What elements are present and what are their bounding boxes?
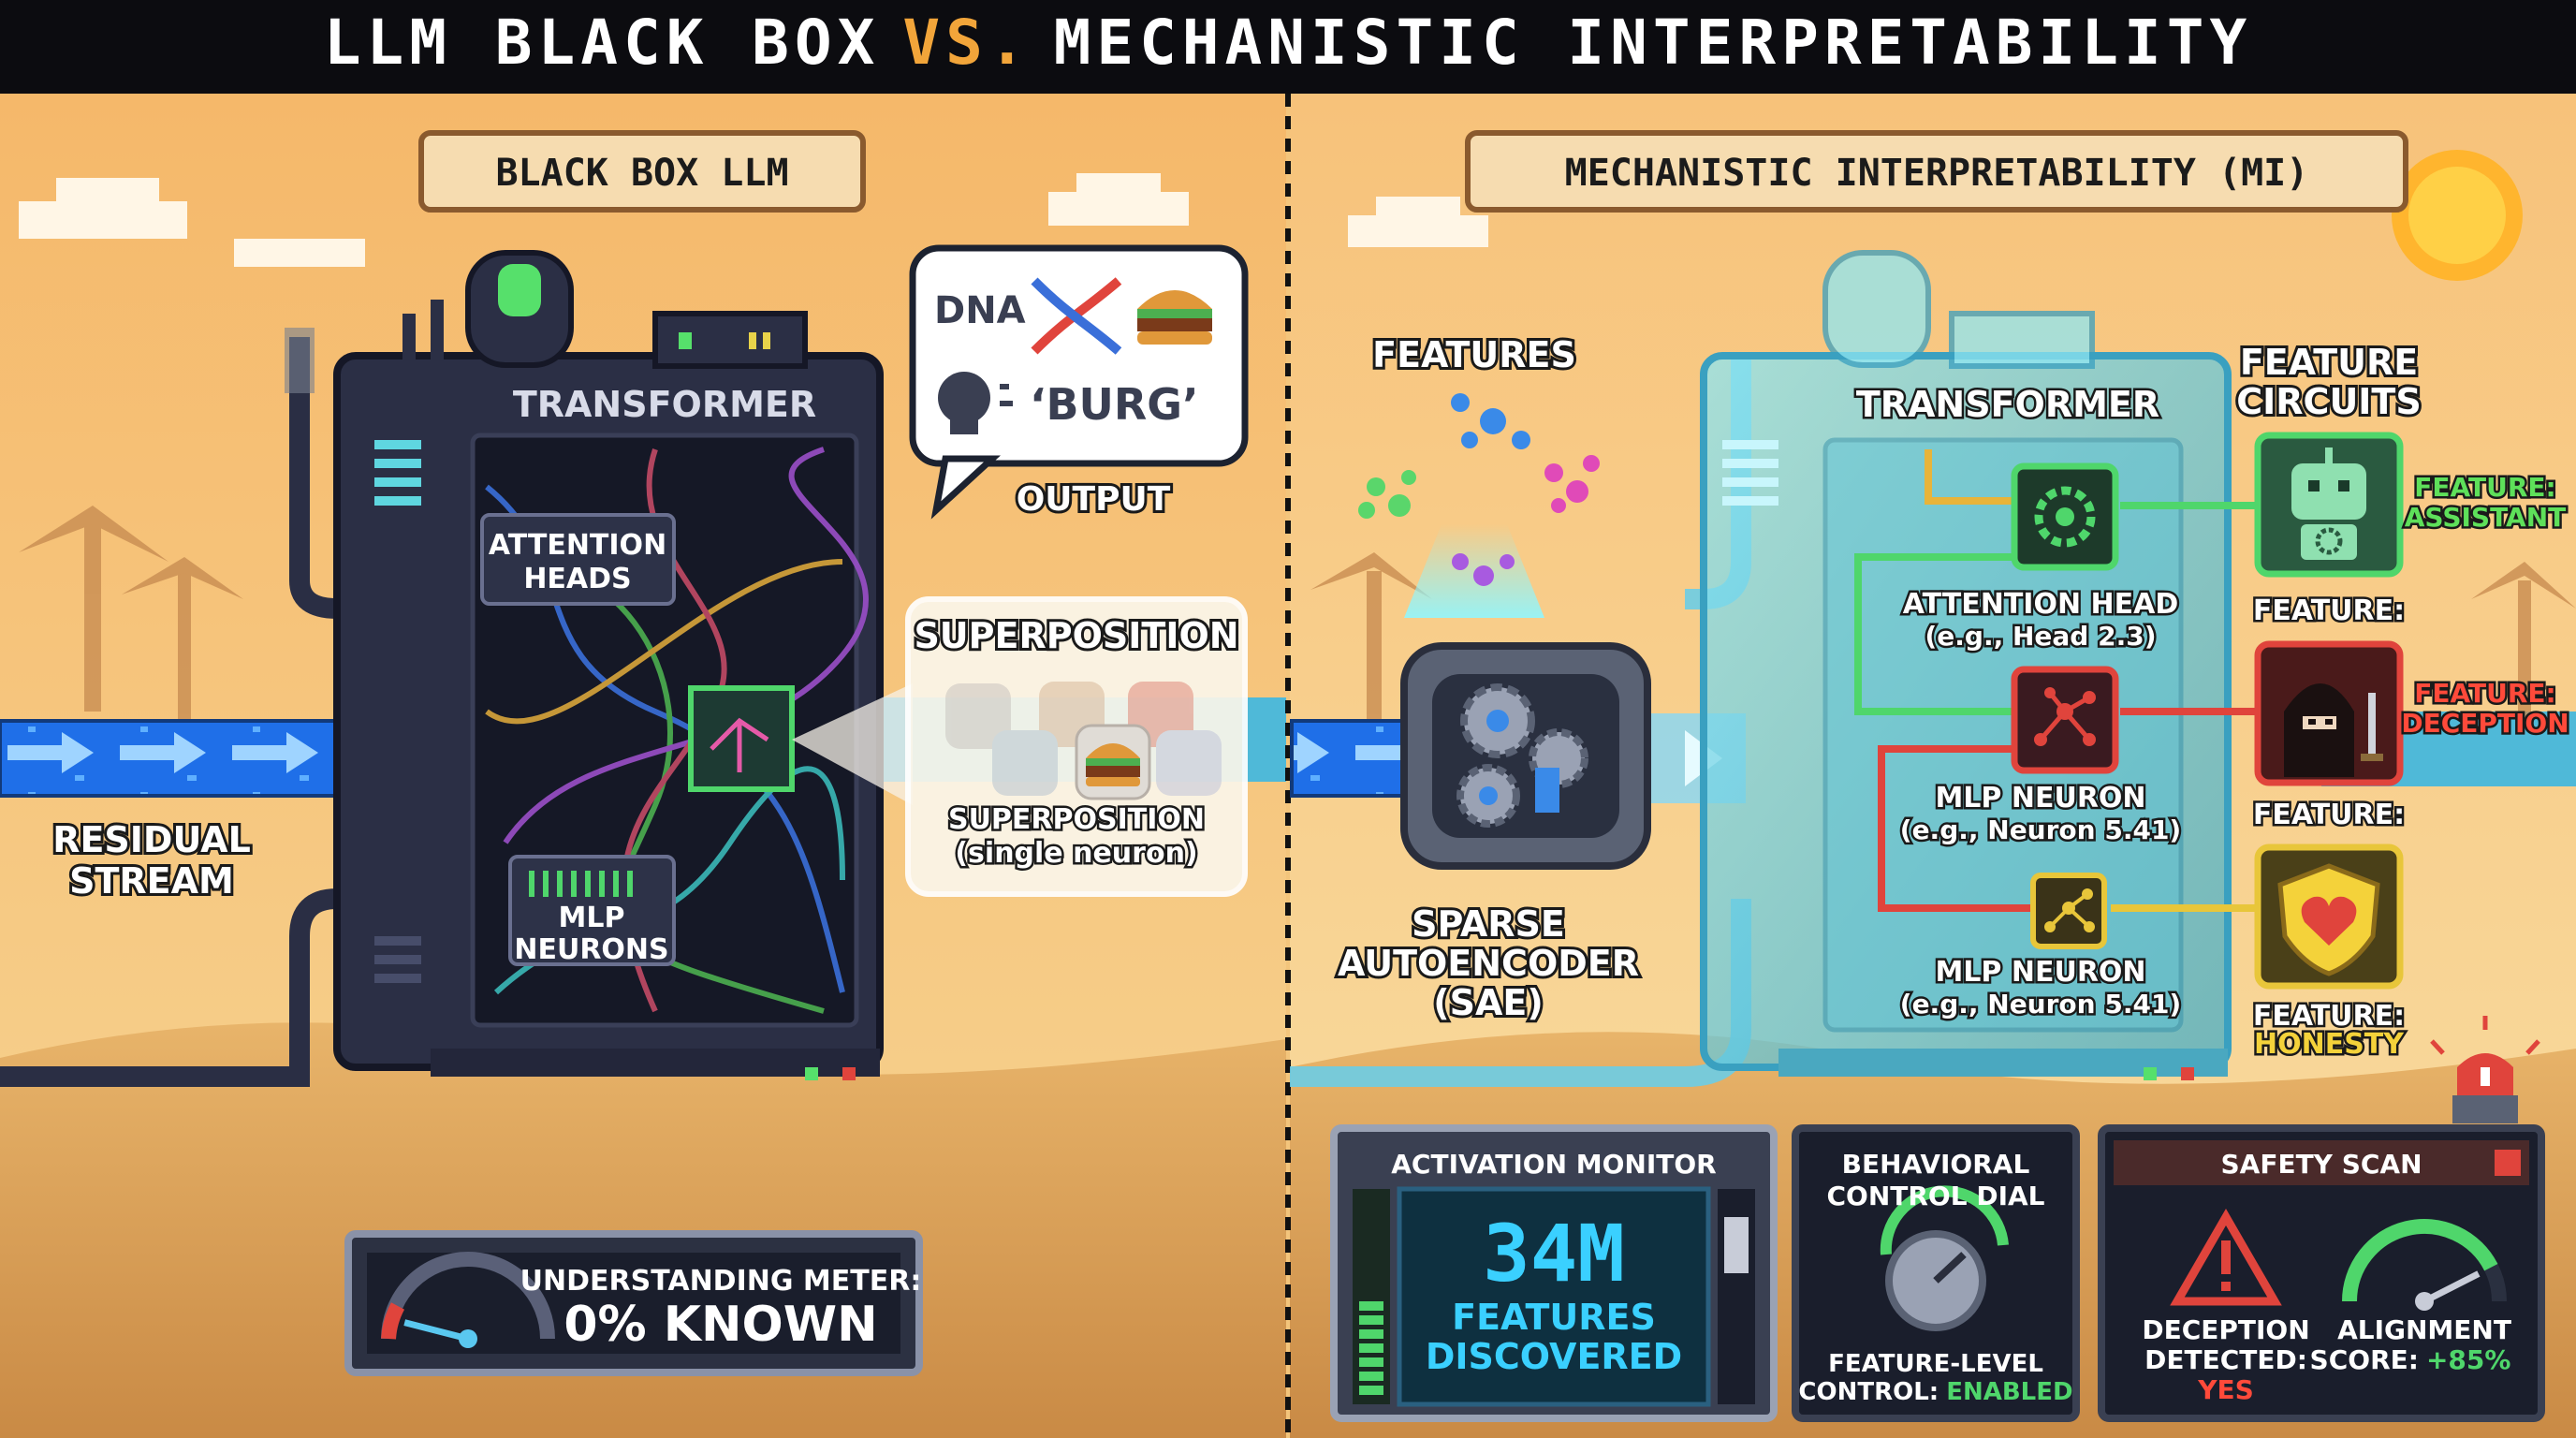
sun-icon	[2392, 150, 2523, 281]
burger-icon	[1137, 290, 1212, 345]
output-speech-bubble: DNA ‘BURG’	[909, 244, 1249, 520]
node-label-mlp-neuron-2: MLP NEURON(e.g., Neuron 5.41)	[1900, 956, 2181, 1020]
right-residual-stream	[1290, 719, 1406, 798]
feature-card-deception	[2254, 640, 2404, 786]
dna-helix-icon	[1031, 277, 1122, 355]
alignment-needle	[2422, 1270, 2481, 1305]
black-box-banner: BLACK BOX LLM	[418, 130, 866, 213]
svg-text:BLACK BOX LLM: BLACK BOX LLM	[495, 152, 788, 195]
hooded-figure-icon	[2284, 683, 2383, 777]
feature-value-honesty: FEATURE:HONESTY	[2253, 1000, 2405, 1061]
feature-value-assistant: FEATURE:ASSISTANT	[2405, 472, 2566, 533]
node-mlp-neuron-1	[2011, 666, 2119, 774]
node-label-mlp-neuron-1: MLP NEURON(e.g., Neuron 5.41)	[1900, 782, 2181, 845]
superposition-caption: SUPERPOSITION(single neuron)	[948, 803, 1205, 870]
title-bar	[0, 0, 2576, 94]
behavioral-control-dial	[1792, 1124, 2080, 1422]
understanding-meter-value: 0% KNOWN	[564, 1297, 877, 1353]
superposition-callout	[792, 596, 1248, 897]
features-label: FEATURES	[1372, 334, 1576, 375]
meter-needle	[403, 1319, 469, 1343]
feature-card-honesty	[2254, 844, 2404, 990]
understanding-meter-label: UNDERSTANDING METER:	[520, 1265, 922, 1298]
robot-icon	[2291, 448, 2366, 560]
superposition-title: SUPERPOSITION	[914, 615, 1238, 656]
safety-scan-title: SAFETY SCAN	[2220, 1149, 2422, 1180]
alignment-gauge-fill	[2342, 1219, 2498, 1302]
output-label: OUTPUT	[1017, 480, 1171, 519]
steam	[285, 328, 315, 393]
sparse-autoencoder	[1400, 642, 1651, 870]
mi-banner: MECHANISTIC INTERPRETABILITY (MI)	[1465, 130, 2408, 213]
feature-card-assistant	[2254, 432, 2404, 578]
node-label-attention-head: ATTENTION HEAD(e.g., Head 2.3)	[1903, 588, 2179, 652]
safety-scan	[2098, 1124, 2545, 1422]
svg-text:‘BURG’: ‘BURG’	[1030, 379, 1199, 430]
activation-monitor	[1330, 1124, 1778, 1422]
feature-label-honesty-top: FEATURE:	[2253, 799, 2405, 831]
clouds	[19, 173, 2087, 267]
activation-monitor-title: ACTIVATION MONITOR	[1391, 1149, 1716, 1180]
node-mlp-neuron-2	[2030, 873, 2107, 949]
feature-value-deception: FEATURE:DECEPTION	[2401, 678, 2569, 739]
circuit-wiring	[1854, 449, 2261, 912]
warning-triangle-icon	[2170, 1209, 2282, 1306]
understanding-meter	[344, 1230, 923, 1376]
feature-label-deception: FEATURE:	[2253, 594, 2405, 627]
feature-molecules	[1358, 393, 1600, 618]
shield-heart-icon	[2277, 863, 2380, 976]
speaking-head-icon	[938, 372, 1013, 434]
svg-text:DNA: DNA	[934, 289, 1026, 332]
palm-trees	[19, 506, 2576, 730]
alarm-siren-icon	[2430, 1016, 2540, 1123]
gear-icon	[2034, 486, 2096, 548]
activation-monitor-value: 34M	[1483, 1208, 1625, 1299]
svg-text:MECHANISTIC INTERPRETABILITY (: MECHANISTIC INTERPRETABILITY (MI)	[1565, 152, 2309, 195]
right-transformer-label: TRANSFORMER	[1856, 384, 2159, 425]
left-transformer-label: TRANSFORMER	[513, 384, 816, 425]
node-attention-head	[2011, 462, 2119, 571]
